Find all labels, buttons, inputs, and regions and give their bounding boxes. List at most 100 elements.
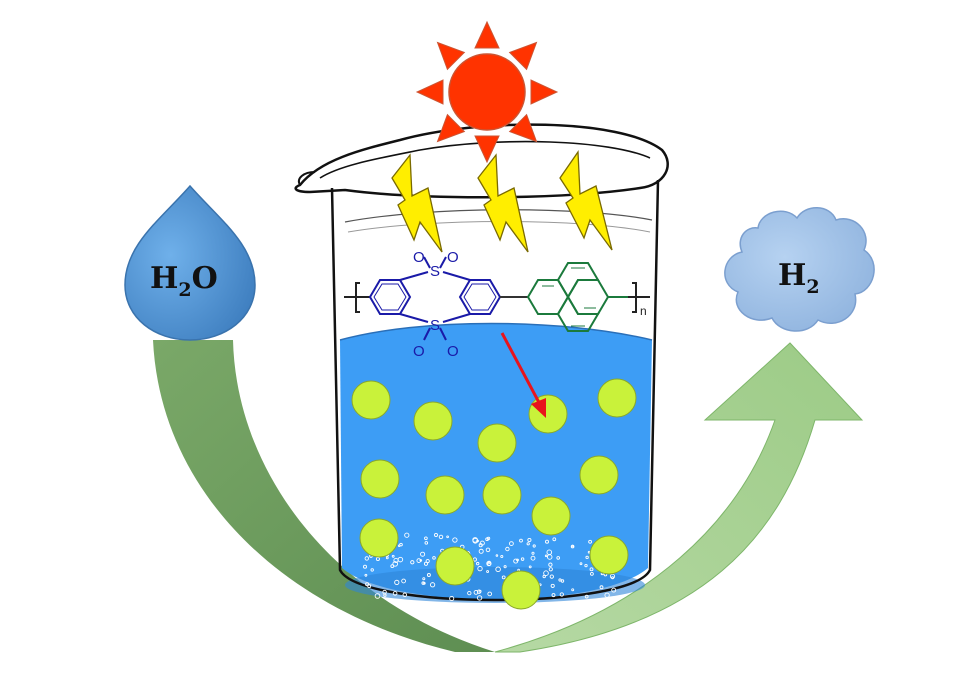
gas-bubble — [519, 538, 523, 543]
gas-bubble — [571, 588, 575, 592]
gas-bubble — [530, 555, 536, 561]
sulfur-atom-top: S — [430, 263, 440, 280]
gas-bubble — [392, 561, 398, 567]
gas-bubble — [579, 562, 583, 566]
gas-bubble — [424, 536, 428, 541]
gas-bubble — [476, 561, 480, 566]
gas-bubble — [438, 534, 444, 540]
gas-bubble — [392, 591, 398, 596]
lightning-bolts — [391, 150, 613, 253]
gas-bubble — [548, 562, 553, 567]
sun-ray — [508, 41, 538, 71]
pyrene-unit — [526, 262, 628, 332]
gas-bubble — [434, 533, 438, 537]
lightning-bolt-icon — [559, 150, 613, 251]
catalyst-particle — [360, 459, 400, 499]
gas-bubble — [425, 559, 430, 564]
catalyst-particle — [579, 455, 619, 495]
gas-bubble — [485, 537, 489, 542]
sun-ray — [415, 79, 444, 105]
lightning-bolt-icon — [477, 153, 529, 253]
gas-bubble — [509, 541, 514, 546]
catalyst-particle — [413, 401, 453, 441]
polymer-structure: n S S O O O O — [344, 249, 650, 360]
gas-bubble — [543, 570, 549, 576]
sun-ray — [474, 135, 500, 164]
gas-bubble — [419, 559, 423, 562]
sun-ray — [436, 41, 466, 71]
gas-bubble — [473, 590, 479, 595]
gas-bubble — [558, 578, 562, 582]
gas-bubble — [590, 572, 594, 576]
gas-bubble — [383, 593, 387, 597]
gas-bubble — [385, 556, 389, 560]
catalyst-particle — [359, 518, 399, 558]
gas-bubble — [604, 592, 610, 598]
gas-bubble — [495, 554, 499, 557]
catalyst-particle — [425, 475, 465, 515]
gas-bubble — [487, 591, 493, 597]
catalyst-particle — [501, 570, 541, 610]
sun-icon — [415, 20, 559, 164]
gas-bubble — [446, 535, 449, 539]
gas-bubble — [397, 556, 404, 563]
gas-bubble — [495, 566, 501, 573]
gas-bubble — [486, 570, 490, 573]
gas-bubble — [452, 537, 458, 543]
gas-bubble — [551, 593, 556, 598]
cloud-icon: H2 — [724, 207, 875, 332]
gas-bubble — [549, 574, 554, 579]
sulfur-atom-bottom: S — [430, 317, 440, 334]
gas-bubble — [432, 556, 436, 560]
repeat-subscript: n — [640, 304, 647, 318]
gas-bubble — [363, 564, 367, 569]
gas-bubble — [611, 576, 615, 580]
gas-bubble — [552, 537, 557, 542]
catalyst-particles — [351, 378, 637, 610]
sun-ray — [530, 79, 559, 105]
sun-ray — [508, 113, 538, 143]
gas-bubble — [531, 551, 535, 555]
gas-bubble — [485, 547, 491, 553]
oxygen-atom: O — [447, 249, 459, 266]
gas-bubble — [416, 558, 422, 563]
catalyst-particle — [435, 546, 475, 586]
gas-bubble — [374, 593, 381, 599]
gas-bubble — [544, 554, 548, 558]
gas-bubble — [589, 567, 594, 572]
gas-bubble — [570, 544, 575, 549]
gas-bubble — [548, 567, 553, 572]
gas-bubble — [546, 554, 553, 560]
catalyst-particle — [531, 496, 571, 536]
gas-bubble — [365, 582, 370, 587]
gas-bubble — [429, 582, 436, 588]
catalyst-particle — [589, 535, 629, 575]
oxygen-atom: O — [447, 343, 459, 360]
gas-bubble — [503, 565, 507, 569]
catalyst-particle — [351, 380, 391, 420]
gas-bubble — [532, 544, 536, 548]
gas-bubble — [399, 542, 403, 547]
gas-bubble — [478, 548, 484, 554]
gas-bubble — [402, 592, 408, 598]
gas-bubble — [404, 532, 410, 538]
gas-bubble — [424, 541, 429, 545]
gas-bubble — [410, 560, 415, 565]
oxygen-atom: O — [413, 343, 425, 360]
gas-bubble — [599, 585, 604, 590]
water-droplet-icon: H2O — [124, 184, 256, 341]
gas-bubble — [477, 565, 483, 572]
gas-bubble — [556, 556, 561, 560]
gas-bubble — [476, 595, 483, 601]
gas-bubbles — [363, 532, 617, 602]
beaker-icon — [294, 123, 669, 603]
gas-bubble — [421, 581, 425, 585]
curved-arrow-icon — [153, 340, 495, 652]
gas-bubble — [550, 583, 555, 588]
catalyst-particle — [482, 475, 522, 515]
gas-bubble — [426, 573, 431, 577]
gas-bubble — [487, 561, 492, 566]
gas-bubble — [584, 563, 588, 568]
gas-bubble — [401, 578, 406, 584]
